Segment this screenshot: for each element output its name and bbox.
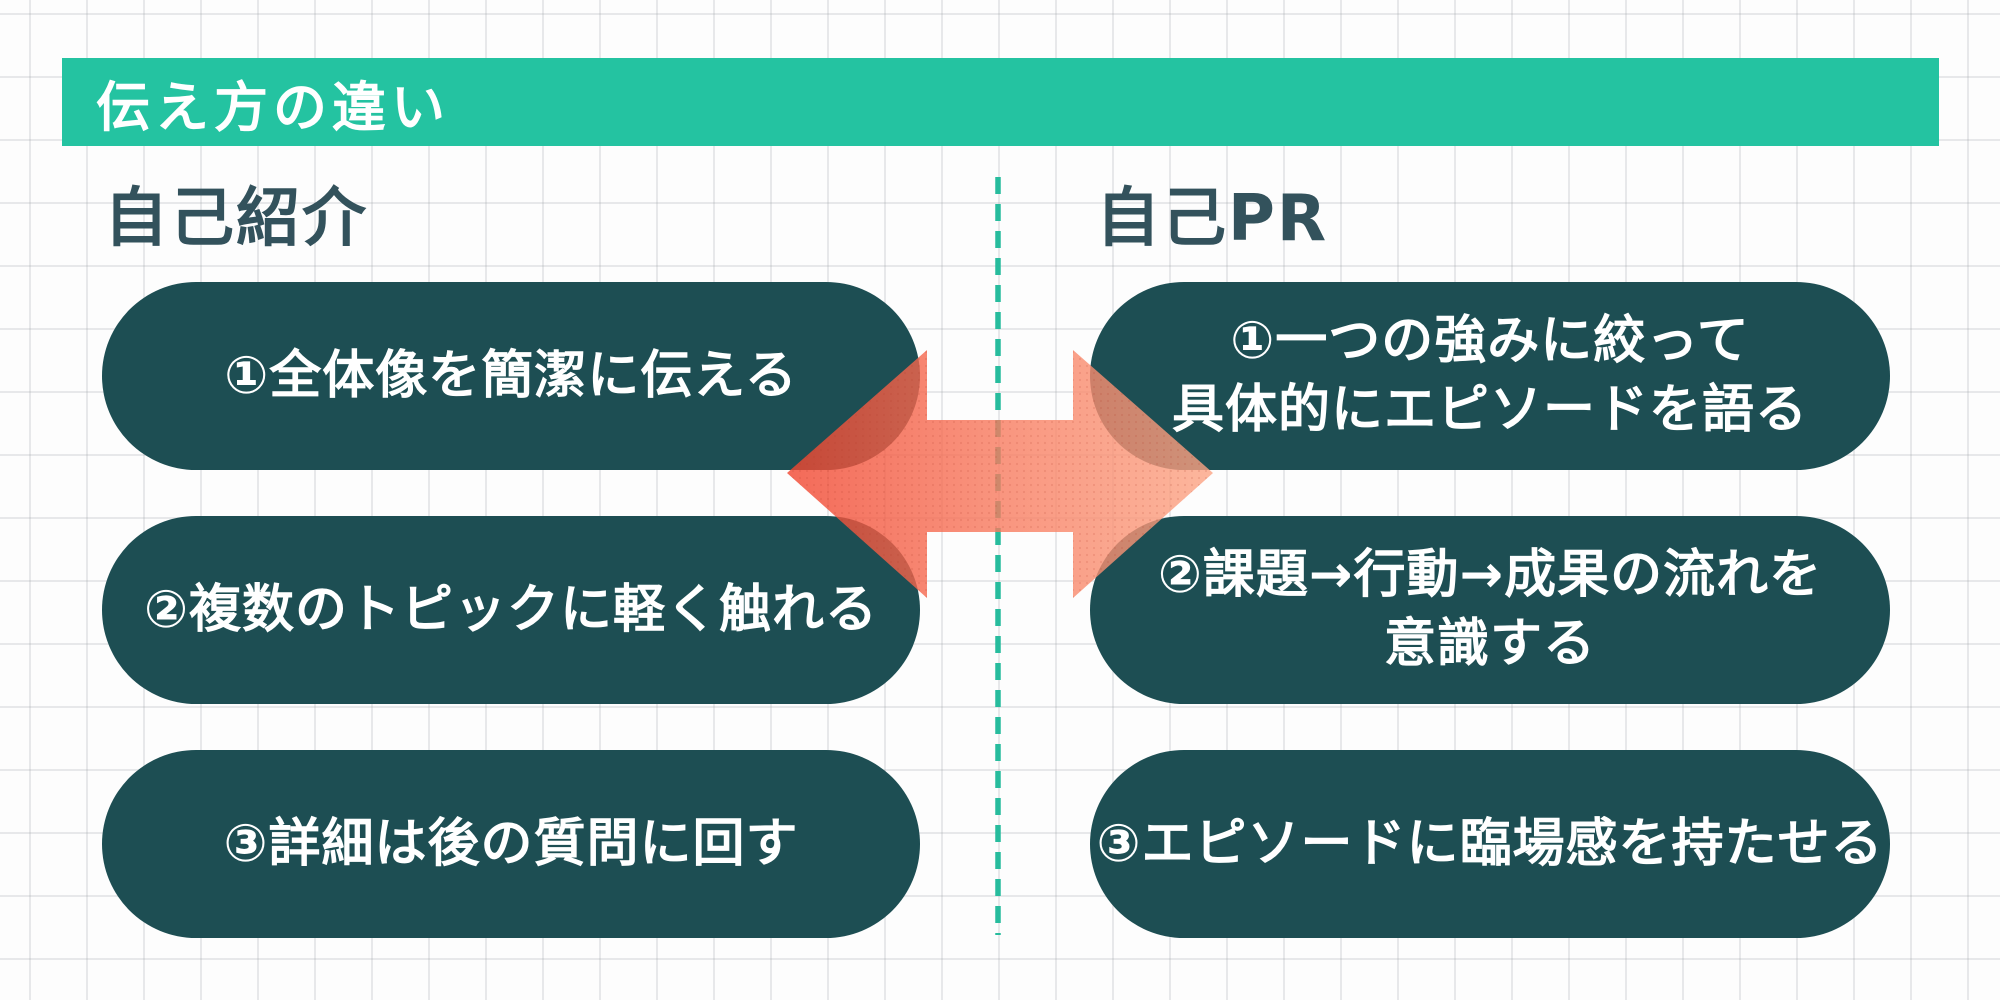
right-pill-2: ②課題→行動→成果の流れを 意識する (1090, 516, 1890, 704)
left-pill-3-text: ③詳細は後の質問に回す (223, 813, 799, 874)
left-pill-1-text: ①全体像を簡潔に伝える (224, 345, 798, 406)
page-title: 伝え方の違い (96, 75, 450, 139)
right-pill-2-text: ②課題→行動→成果の流れを 意識する (1157, 545, 1823, 674)
header-bar: 伝え方の違い (62, 58, 1939, 146)
right-column-heading: 自己PR (1096, 182, 1329, 256)
left-pill-2-text: ②複数のトピックに軽く触れる (143, 579, 879, 640)
left-pill-1: ①全体像を簡潔に伝える (102, 282, 920, 470)
left-pill-3: ③詳細は後の質問に回す (102, 750, 920, 938)
right-pill-3-text: ③エピソードに臨場感を持たせる (1096, 813, 1884, 874)
right-pill-3: ③エピソードに臨場感を持たせる (1090, 750, 1890, 938)
right-pill-1: ①一つの強みに絞って 具体的にエピソードを語る (1090, 282, 1890, 470)
left-pill-2: ②複数のトピックに軽く触れる (102, 516, 920, 704)
right-pill-1-text: ①一つの強みに絞って 具体的にエピソードを語る (1171, 311, 1808, 440)
left-column-heading: 自己紹介 (104, 182, 368, 256)
